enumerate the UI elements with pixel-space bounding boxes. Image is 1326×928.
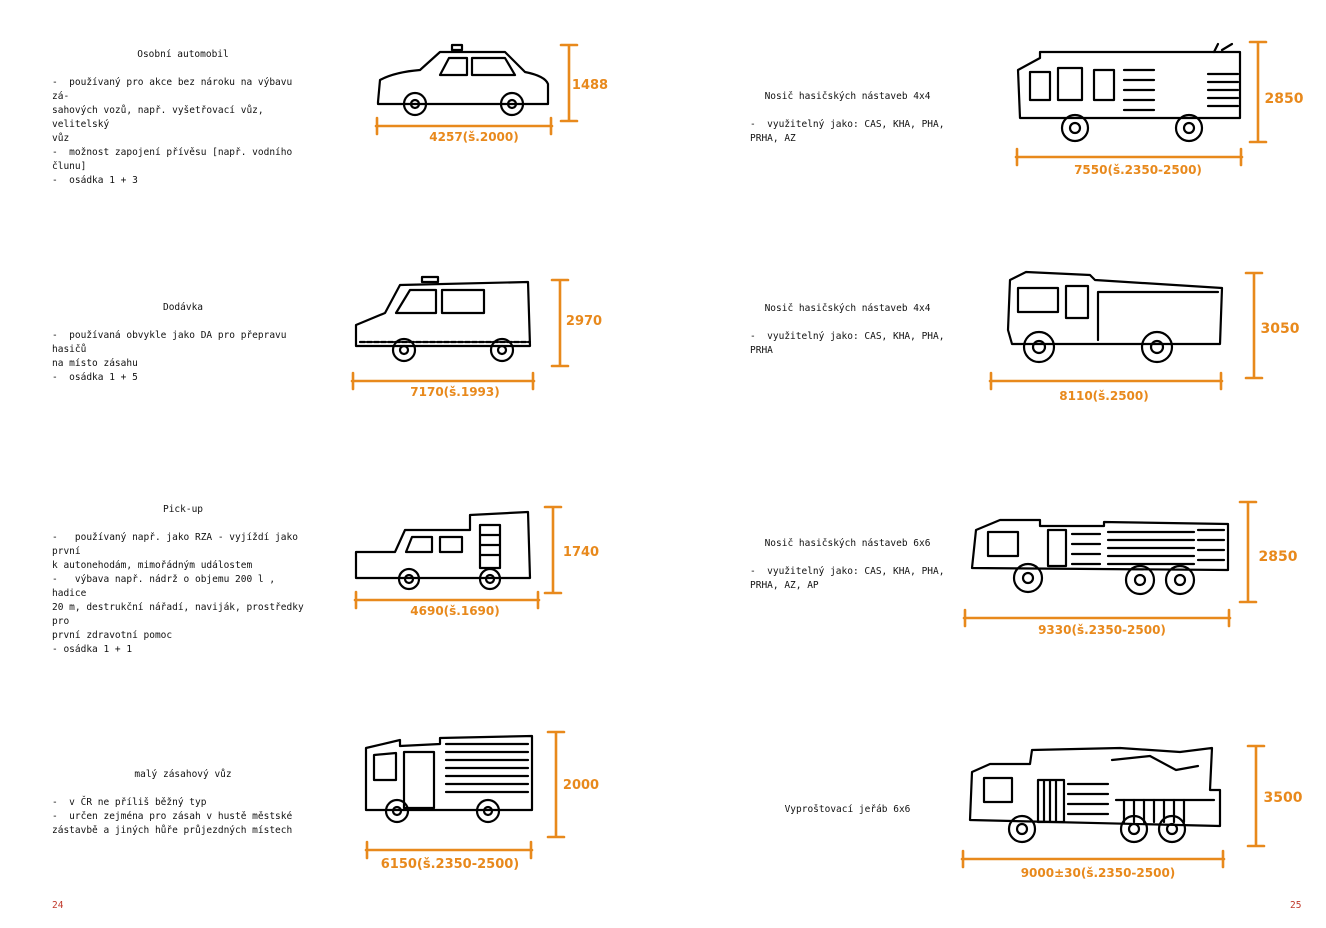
vehicle-title: Nosič hasičských nástaveb 4x4: [764, 303, 931, 314]
vehicle-desc-pickup: Pick-up - používaný např. jako RZA - vyj…: [52, 503, 314, 657]
desc-line: - osádka 1 + 3: [52, 175, 138, 186]
crane-truck-drawing: [968, 746, 1222, 844]
desc-line: - používaný např. jako RZA - vyjíždí jak…: [52, 532, 304, 557]
fire-truck-6x6-drawing: [970, 518, 1230, 596]
desc-line: - využitelný jako: CAS, KHA, PHA,: [750, 566, 945, 577]
height-label: 1488: [572, 78, 608, 93]
vehicle-title: Vyproštovací jeřáb 6x6: [784, 804, 911, 815]
length-label: 7170(š.1993): [410, 385, 499, 399]
length-label: 9330(š.2350-2500): [1038, 623, 1166, 637]
fire-truck-4x4-drawing: [1016, 42, 1242, 143]
desc-line: vůz: [52, 133, 70, 144]
height-label: 2850: [1265, 91, 1304, 107]
length-label: 6150(š.2350-2500): [381, 857, 520, 872]
vehicle-desc-dodavka: Dodávka - používaná obvykle jako DA pro …: [52, 301, 314, 385]
dimension-fire-truck-4x4-b: [988, 271, 1264, 391]
height-label: 1740: [563, 545, 599, 560]
vehicle-desc-nosic-1: Nosič hasičských nástaveb 4x4 - využitel…: [750, 90, 945, 146]
vehicle-desc-nosic-3: Nosič hasičských nástaveb 6x6 - využitel…: [750, 537, 945, 593]
dimension-van: [350, 278, 570, 391]
desc-line: sahových vozů, např. vyšetřovací vůz, ve…: [52, 105, 270, 130]
desc-line: zástavbě a jiných hůře průjezdných míste…: [52, 825, 293, 836]
length-label: 9000±30(š.2350-2500): [1021, 866, 1176, 880]
desc-line: PRHA, AZ, AP: [750, 580, 819, 591]
vehicle-desc-osobni: Osobní automobil - používaný pro akce be…: [52, 48, 314, 188]
desc-line: 20 m, destrukční nářadí, naviják, prostř…: [52, 602, 310, 627]
vehicle-desc-jerab: Vyproštovací jeřáb 6x6: [750, 803, 945, 831]
vehicle-title: Osobní automobil: [137, 49, 229, 60]
desc-line: k autonehodám, mimořádným událostem: [52, 560, 253, 571]
page-number-left: 24: [52, 900, 64, 911]
vehicle-title: Nosič hasičských nástaveb 6x6: [764, 538, 931, 549]
length-label: 4257(š.2000): [429, 130, 518, 144]
vehicle-title: malý zásahový vůz: [134, 769, 232, 780]
desc-line: PRHA: [750, 345, 773, 356]
desc-line: - v ČR ne příliš běžný typ: [52, 797, 207, 808]
desc-line: - možnost zapojení přívěsu [např. vodníh…: [52, 147, 298, 172]
desc-line: na místo zásahu: [52, 358, 138, 369]
desc-line: - používaný pro akce bez nároku na výbav…: [52, 77, 298, 102]
desc-line: PRHA, AZ: [750, 133, 796, 144]
height-label: 3500: [1264, 790, 1303, 806]
height-label: 2000: [563, 778, 599, 793]
desc-line: - používaná obvykle jako DA pro přepravu…: [52, 330, 293, 355]
dimension-pickup: [353, 505, 563, 610]
vehicle-title: Dodávka: [162, 302, 204, 313]
length-label: 4690(š.1690): [410, 604, 499, 618]
desc-line: první zdravotní pomoc: [52, 630, 173, 641]
fire-truck-4x4-b-drawing: [1006, 270, 1224, 364]
dimension-small-truck: [364, 730, 566, 860]
dimension-car: [374, 43, 579, 136]
height-label: 2970: [566, 314, 602, 329]
desc-line: - osádka 1 + 1: [52, 644, 133, 655]
desc-line: - výbava např. nádrž o objemu 200 l , ha…: [52, 574, 281, 599]
length-label: 8110(š.2500): [1059, 389, 1148, 403]
vehicle-title: Nosič hasičských nástaveb 4x4: [764, 91, 931, 102]
dimension-fire-truck-6x6: [962, 500, 1258, 628]
desc-line: - využitelný jako: CAS, KHA, PHA,: [750, 119, 945, 130]
small-truck-drawing: [364, 734, 534, 824]
vehicle-desc-nosic-2: Nosič hasičských nástaveb 4x4 - využitel…: [750, 302, 945, 358]
dimension-crane-truck: [960, 744, 1266, 869]
page-number-right: 25: [1290, 900, 1302, 911]
pickup-drawing: [354, 510, 532, 591]
height-label: 2850: [1259, 549, 1298, 565]
desc-line: - využitelný jako: CAS, KHA, PHA,: [750, 331, 945, 342]
van-drawing: [354, 275, 532, 363]
dimension-fire-truck-4x4: [1014, 40, 1268, 167]
car-drawing: [376, 43, 550, 117]
height-label: 3050: [1261, 321, 1300, 337]
vehicle-title: Pick-up: [162, 504, 204, 515]
length-label: 7550(š.2350-2500): [1074, 163, 1202, 177]
vehicle-desc-maly: malý zásahový vůz - v ČR ne příliš běžný…: [52, 768, 314, 838]
desc-line: - osádka 1 + 5: [52, 372, 138, 383]
desc-line: - určen zejména pro zásah v hustě městsk…: [52, 811, 293, 822]
